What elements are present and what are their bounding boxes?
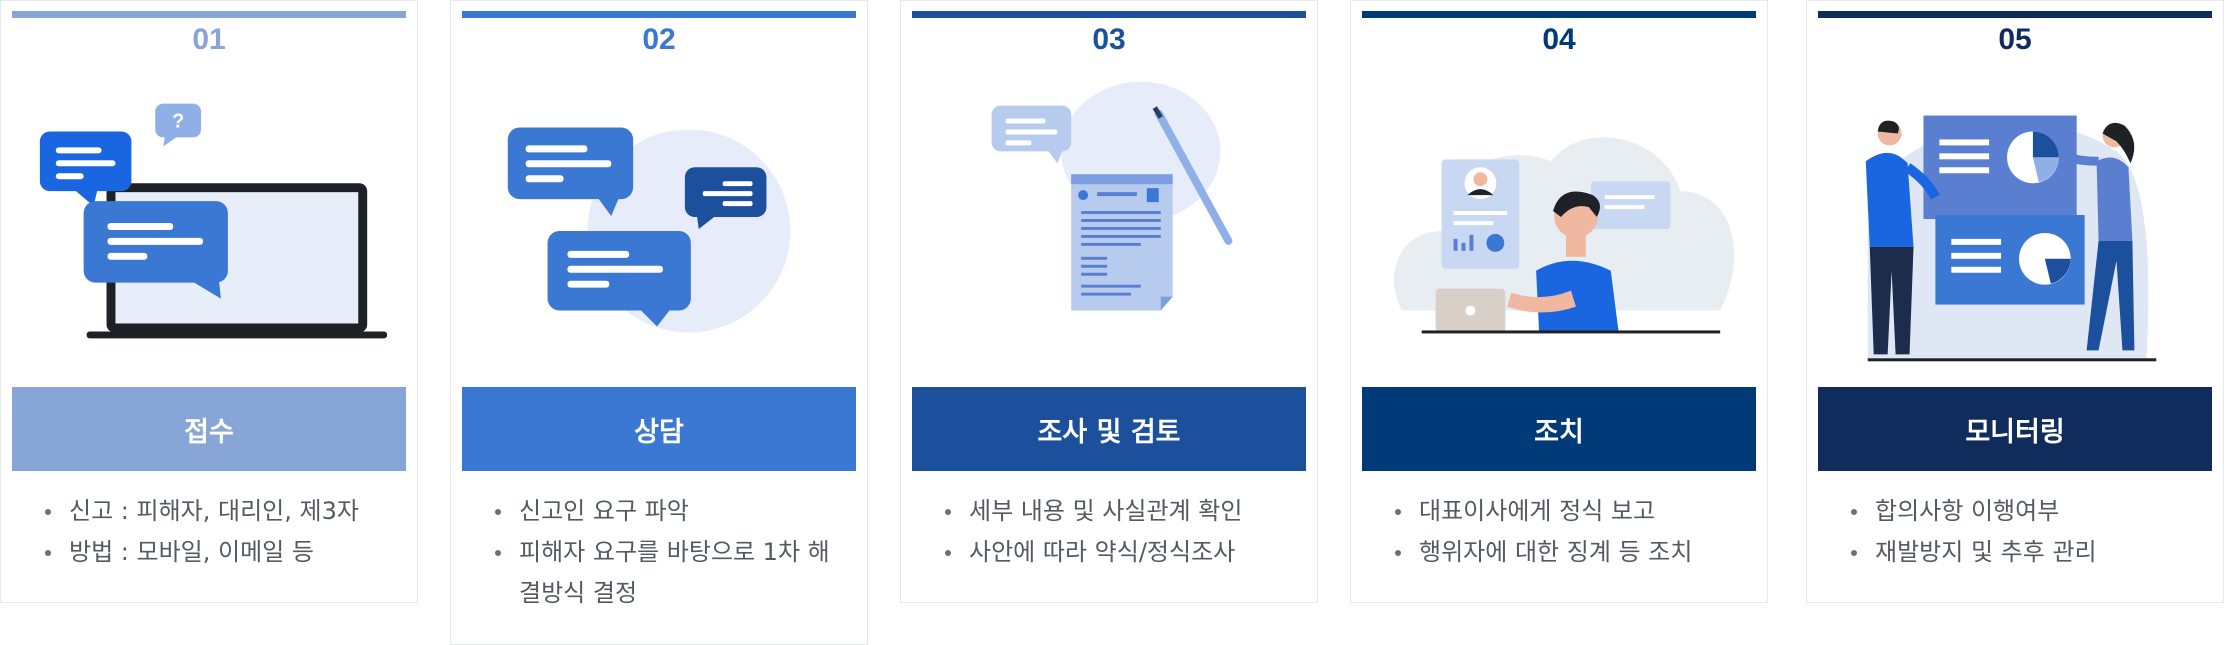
bullet-item: 세부 내용 및 사실관계 확인 — [941, 491, 1297, 532]
bullet-item: 대표이사에게 정식 보고 — [1391, 491, 1747, 532]
bullet-item: 합의사항 이행여부 — [1847, 491, 2203, 532]
presentation-icon — [1818, 71, 2212, 371]
bullet-item: 방법 : 모바일, 이메일 등 — [41, 532, 397, 573]
card-top-bar — [912, 11, 1306, 18]
step-bullets: 신고 : 피해자, 대리인, 제3자 방법 : 모바일, 이메일 등 — [41, 491, 397, 573]
card-top-bar — [462, 11, 856, 18]
step-number: 04 — [1542, 23, 1576, 56]
bullet-item: 피해자 요구를 바탕으로 1차 해결방식 결정 — [491, 532, 847, 614]
step-card-4: 04 조치 대표이사에게 정 — [1350, 0, 1768, 603]
document-pencil-icon — [912, 71, 1306, 371]
step-card-1: 01 ? 접수 신고 : 피해자, 대리인, 제3자 방법 : 모바일, 이메일… — [0, 0, 418, 603]
card-top-bar — [12, 11, 406, 18]
bullet-item: 재발방지 및 추후 관리 — [1847, 532, 2203, 573]
step-number: 01 — [192, 23, 226, 56]
step-title: 조사 및 검토 — [912, 387, 1306, 471]
step-bullets: 세부 내용 및 사실관계 확인 사안에 따라 약식/정식조사 — [941, 491, 1297, 573]
step-number: 05 — [1998, 23, 2032, 56]
card-top-bar — [1362, 11, 1756, 18]
bullet-item: 신고 : 피해자, 대리인, 제3자 — [41, 491, 397, 532]
step-bullets: 합의사항 이행여부 재발방지 및 추후 관리 — [1847, 491, 2203, 573]
step-title: 모니터링 — [1818, 387, 2212, 471]
step-card-3: 03 조사 및 검토 — [900, 0, 1318, 603]
chat-bubbles-icon — [462, 71, 856, 371]
bullet-item: 사안에 따라 약식/정식조사 — [941, 532, 1297, 573]
chat-laptop-icon: ? — [12, 71, 406, 371]
bullet-item: 행위자에 대한 징계 등 조치 — [1391, 532, 1747, 573]
bullet-item: 신고인 요구 파악 — [491, 491, 847, 532]
step-title: 조치 — [1362, 387, 1756, 471]
step-title: 상담 — [462, 387, 856, 471]
card-top-bar — [1818, 11, 2212, 18]
step-bullets: 대표이사에게 정식 보고 행위자에 대한 징계 등 조치 — [1391, 491, 1747, 573]
step-card-2: 02 상담 신고인 요구 파악 피해자 요구를 바탕으로 1차 해결방식 결정 — [450, 0, 868, 645]
step-card-5: 05 모니터링 — [1806, 0, 2224, 603]
step-number: 02 — [642, 23, 676, 56]
step-bullets: 신고인 요구 파악 피해자 요구를 바탕으로 1차 해결방식 결정 — [491, 491, 847, 614]
step-title: 접수 — [12, 387, 406, 471]
svg-text:?: ? — [172, 110, 184, 132]
step-number: 03 — [1092, 23, 1126, 56]
person-laptop-icon — [1362, 71, 1756, 371]
